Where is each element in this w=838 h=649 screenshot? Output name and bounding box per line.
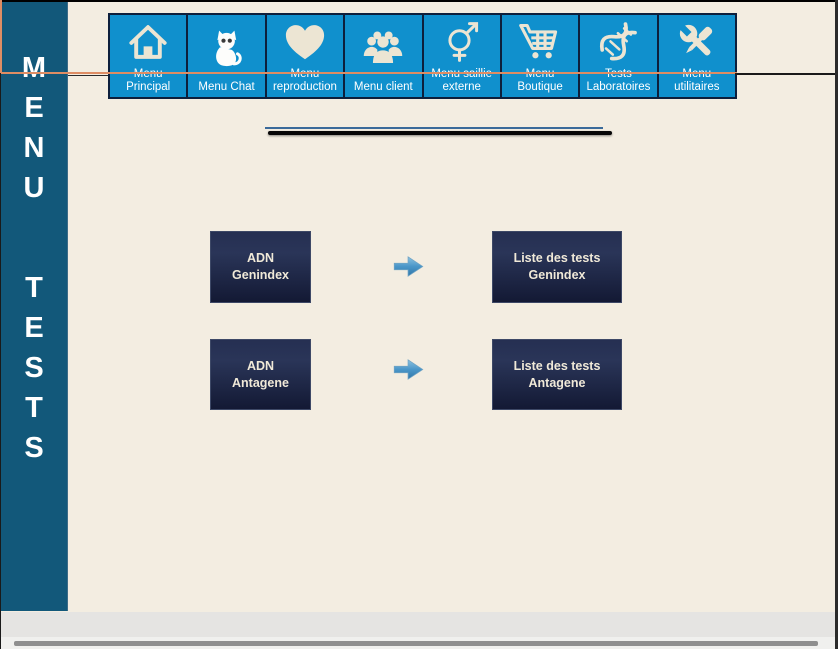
menu-chat-label: Menu Chat xyxy=(198,80,255,93)
header-highlight-line xyxy=(0,72,737,74)
liste-tests-genindex-label: Liste des tests Genindex xyxy=(513,251,601,282)
heart-icon xyxy=(268,17,342,68)
adn-antagene-label: ADN Antagene xyxy=(232,358,289,390)
bottom-gray-strip xyxy=(0,612,838,637)
liste-tests-antagene-button[interactable]: Liste des tests Antagene xyxy=(492,339,622,410)
window-border-left xyxy=(0,0,1,649)
sidebar-menu-tests: M E N U T E S T S xyxy=(1,2,68,611)
people-icon xyxy=(346,17,420,81)
adn-genindex-label: ADN Genindex xyxy=(232,251,289,282)
flow-arrow-icon xyxy=(393,256,424,277)
sidebar-letter: M xyxy=(21,52,47,84)
sidebar-letter: S xyxy=(24,352,44,384)
shopping-cart-icon xyxy=(503,17,577,68)
sidebar-label-tests: T E S T S xyxy=(1,268,67,468)
liste-tests-antagene-label: Liste des tests Antagene xyxy=(513,358,601,390)
cat-icon xyxy=(189,17,263,81)
menu-boutique-label: Menu Boutique xyxy=(517,68,563,93)
menu-client-button[interactable]: Menu client xyxy=(345,15,422,97)
tests-laboratoires-button[interactable]: Tests Laboratoires xyxy=(580,15,657,97)
adn-genindex-button[interactable]: ADN Genindex xyxy=(210,231,311,303)
left-edge-highlight xyxy=(0,0,2,73)
sidebar-letter: E xyxy=(24,312,44,344)
menu-principal-label: Menu Principal xyxy=(126,68,171,93)
menu-utilitaires-button[interactable]: Menu utilitaires xyxy=(658,15,735,97)
main-toolbar: Menu Principal Menu Chat xyxy=(108,13,737,99)
flow-arrow-icon xyxy=(393,359,424,380)
male-female-icon xyxy=(425,17,499,68)
header-rule-line-right xyxy=(735,73,838,75)
menu-client-label: Menu client xyxy=(353,80,413,93)
menu-boutique-button[interactable]: Menu Boutique xyxy=(501,15,579,97)
menu-reproduction-button[interactable]: Menu reproduction xyxy=(266,15,344,97)
content-divider-black xyxy=(268,131,612,135)
sidebar-letter: T xyxy=(25,392,43,424)
menu-principal-button[interactable]: Menu Principal xyxy=(110,15,187,97)
horizontal-scrollbar-thumb[interactable] xyxy=(14,641,818,646)
dna-icon xyxy=(581,17,655,68)
sidebar-letter: U xyxy=(23,172,45,204)
window-border-right xyxy=(835,0,838,649)
content-divider-blue xyxy=(265,127,603,129)
tools-icon xyxy=(660,17,734,68)
sidebar-letter: S xyxy=(24,432,44,464)
menu-saillie-externe-button[interactable]: Menu saillie externe xyxy=(423,15,500,97)
menu-chat-button[interactable]: Menu Chat xyxy=(188,15,265,97)
sidebar-letter: E xyxy=(24,92,44,124)
sidebar-letter: N xyxy=(23,132,45,164)
sidebar-letter: T xyxy=(25,272,43,304)
home-icon xyxy=(111,17,185,68)
sidebar-label-menu: M E N U xyxy=(1,48,67,208)
adn-antagene-button[interactable]: ADN Antagene xyxy=(210,339,311,410)
liste-tests-genindex-button[interactable]: Liste des tests Genindex xyxy=(492,231,622,303)
window-border-top xyxy=(0,0,838,2)
